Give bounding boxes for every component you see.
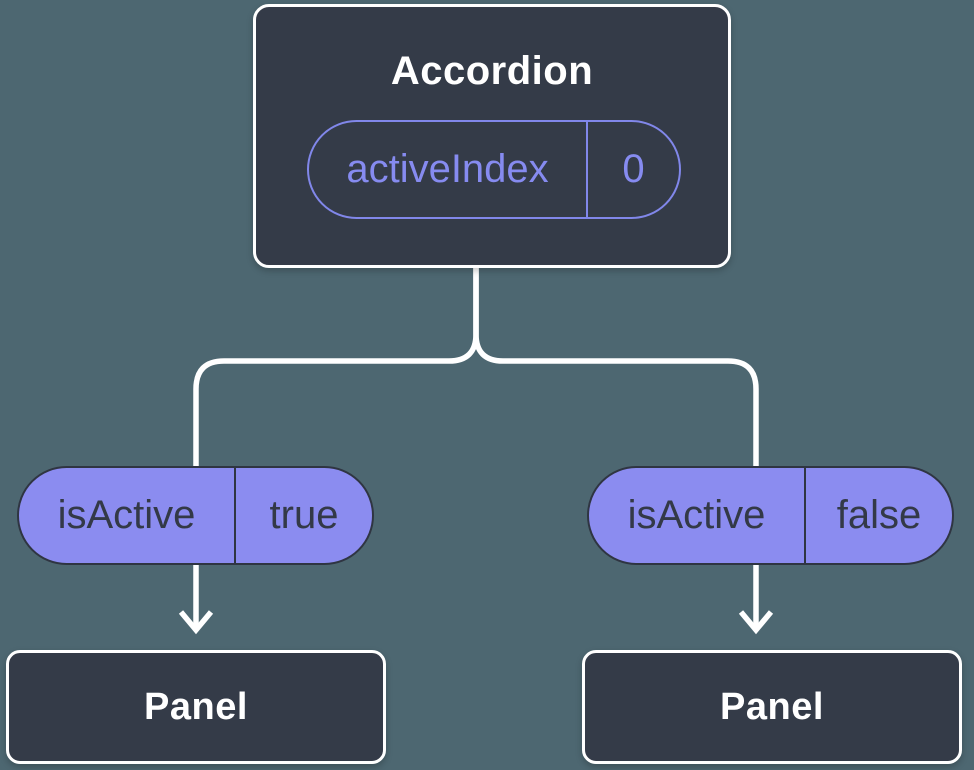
arrow-down-icon [738,610,774,635]
panel-node-title: Panel [720,685,824,728]
branch-left-line [193,265,479,470]
accordion-node-title: Accordion [390,49,594,93]
state-value-label: 0 [622,147,645,191]
prop-name-label: isActive [589,468,806,563]
prop-pill-isactive-false: isActive false [587,466,954,565]
state-pill: activeIndex 0 [307,120,681,219]
accordion-node: Accordion activeIndex 0 [253,4,731,268]
panel-node-left: Panel [6,650,386,764]
prop-value-label: true [269,493,339,537]
panel-node-right: Panel [582,650,962,764]
arrow-down-icon [178,610,214,635]
branch-right-line [473,265,759,470]
prop-pill-isactive-true: isActive true [17,466,374,565]
prop-value-label: false [836,493,922,537]
prop-name-label: isActive [19,468,236,563]
state-name-label: activeIndex [309,122,588,217]
panel-node-title: Panel [144,685,248,728]
